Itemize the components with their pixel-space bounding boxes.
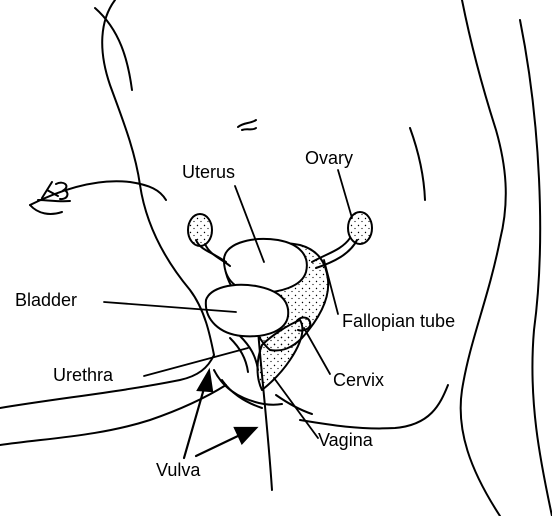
label-cervix: Cervix xyxy=(333,371,384,389)
body-outline-top xyxy=(95,8,132,90)
leg-outline-left-low xyxy=(0,385,226,445)
vulva-arrow-2-line xyxy=(196,435,240,456)
body-outline-right xyxy=(461,0,506,516)
leg-outline-right xyxy=(300,385,448,428)
leader-vagina xyxy=(274,378,318,438)
vulva-arrow-1-line xyxy=(184,385,205,458)
vulva-arrow-2-head xyxy=(235,428,256,443)
body-outline-far-right xyxy=(520,20,552,516)
leader-ovary xyxy=(338,170,352,218)
label-fallopian-tube: Fallopian tube xyxy=(342,312,455,330)
artist-signature xyxy=(38,182,70,201)
navel xyxy=(238,120,256,130)
leader-urethra xyxy=(144,348,248,376)
leader-cervix xyxy=(304,328,330,374)
label-bladder: Bladder xyxy=(15,291,77,309)
label-urethra: Urethra xyxy=(53,366,113,384)
hand-edge xyxy=(30,205,62,214)
label-vagina: Vagina xyxy=(318,431,373,449)
label-vulva: Vulva xyxy=(156,461,200,479)
ovary-left xyxy=(188,214,212,246)
label-uterus: Uterus xyxy=(182,163,235,181)
vulva-fold-2 xyxy=(222,380,262,408)
fallopian-tube-right xyxy=(312,238,350,262)
body-outline-right-inner xyxy=(410,128,425,200)
label-ovary: Ovary xyxy=(305,149,353,167)
urethra-shape-2 xyxy=(240,336,258,370)
vulva-arrow-1-head xyxy=(198,371,212,391)
